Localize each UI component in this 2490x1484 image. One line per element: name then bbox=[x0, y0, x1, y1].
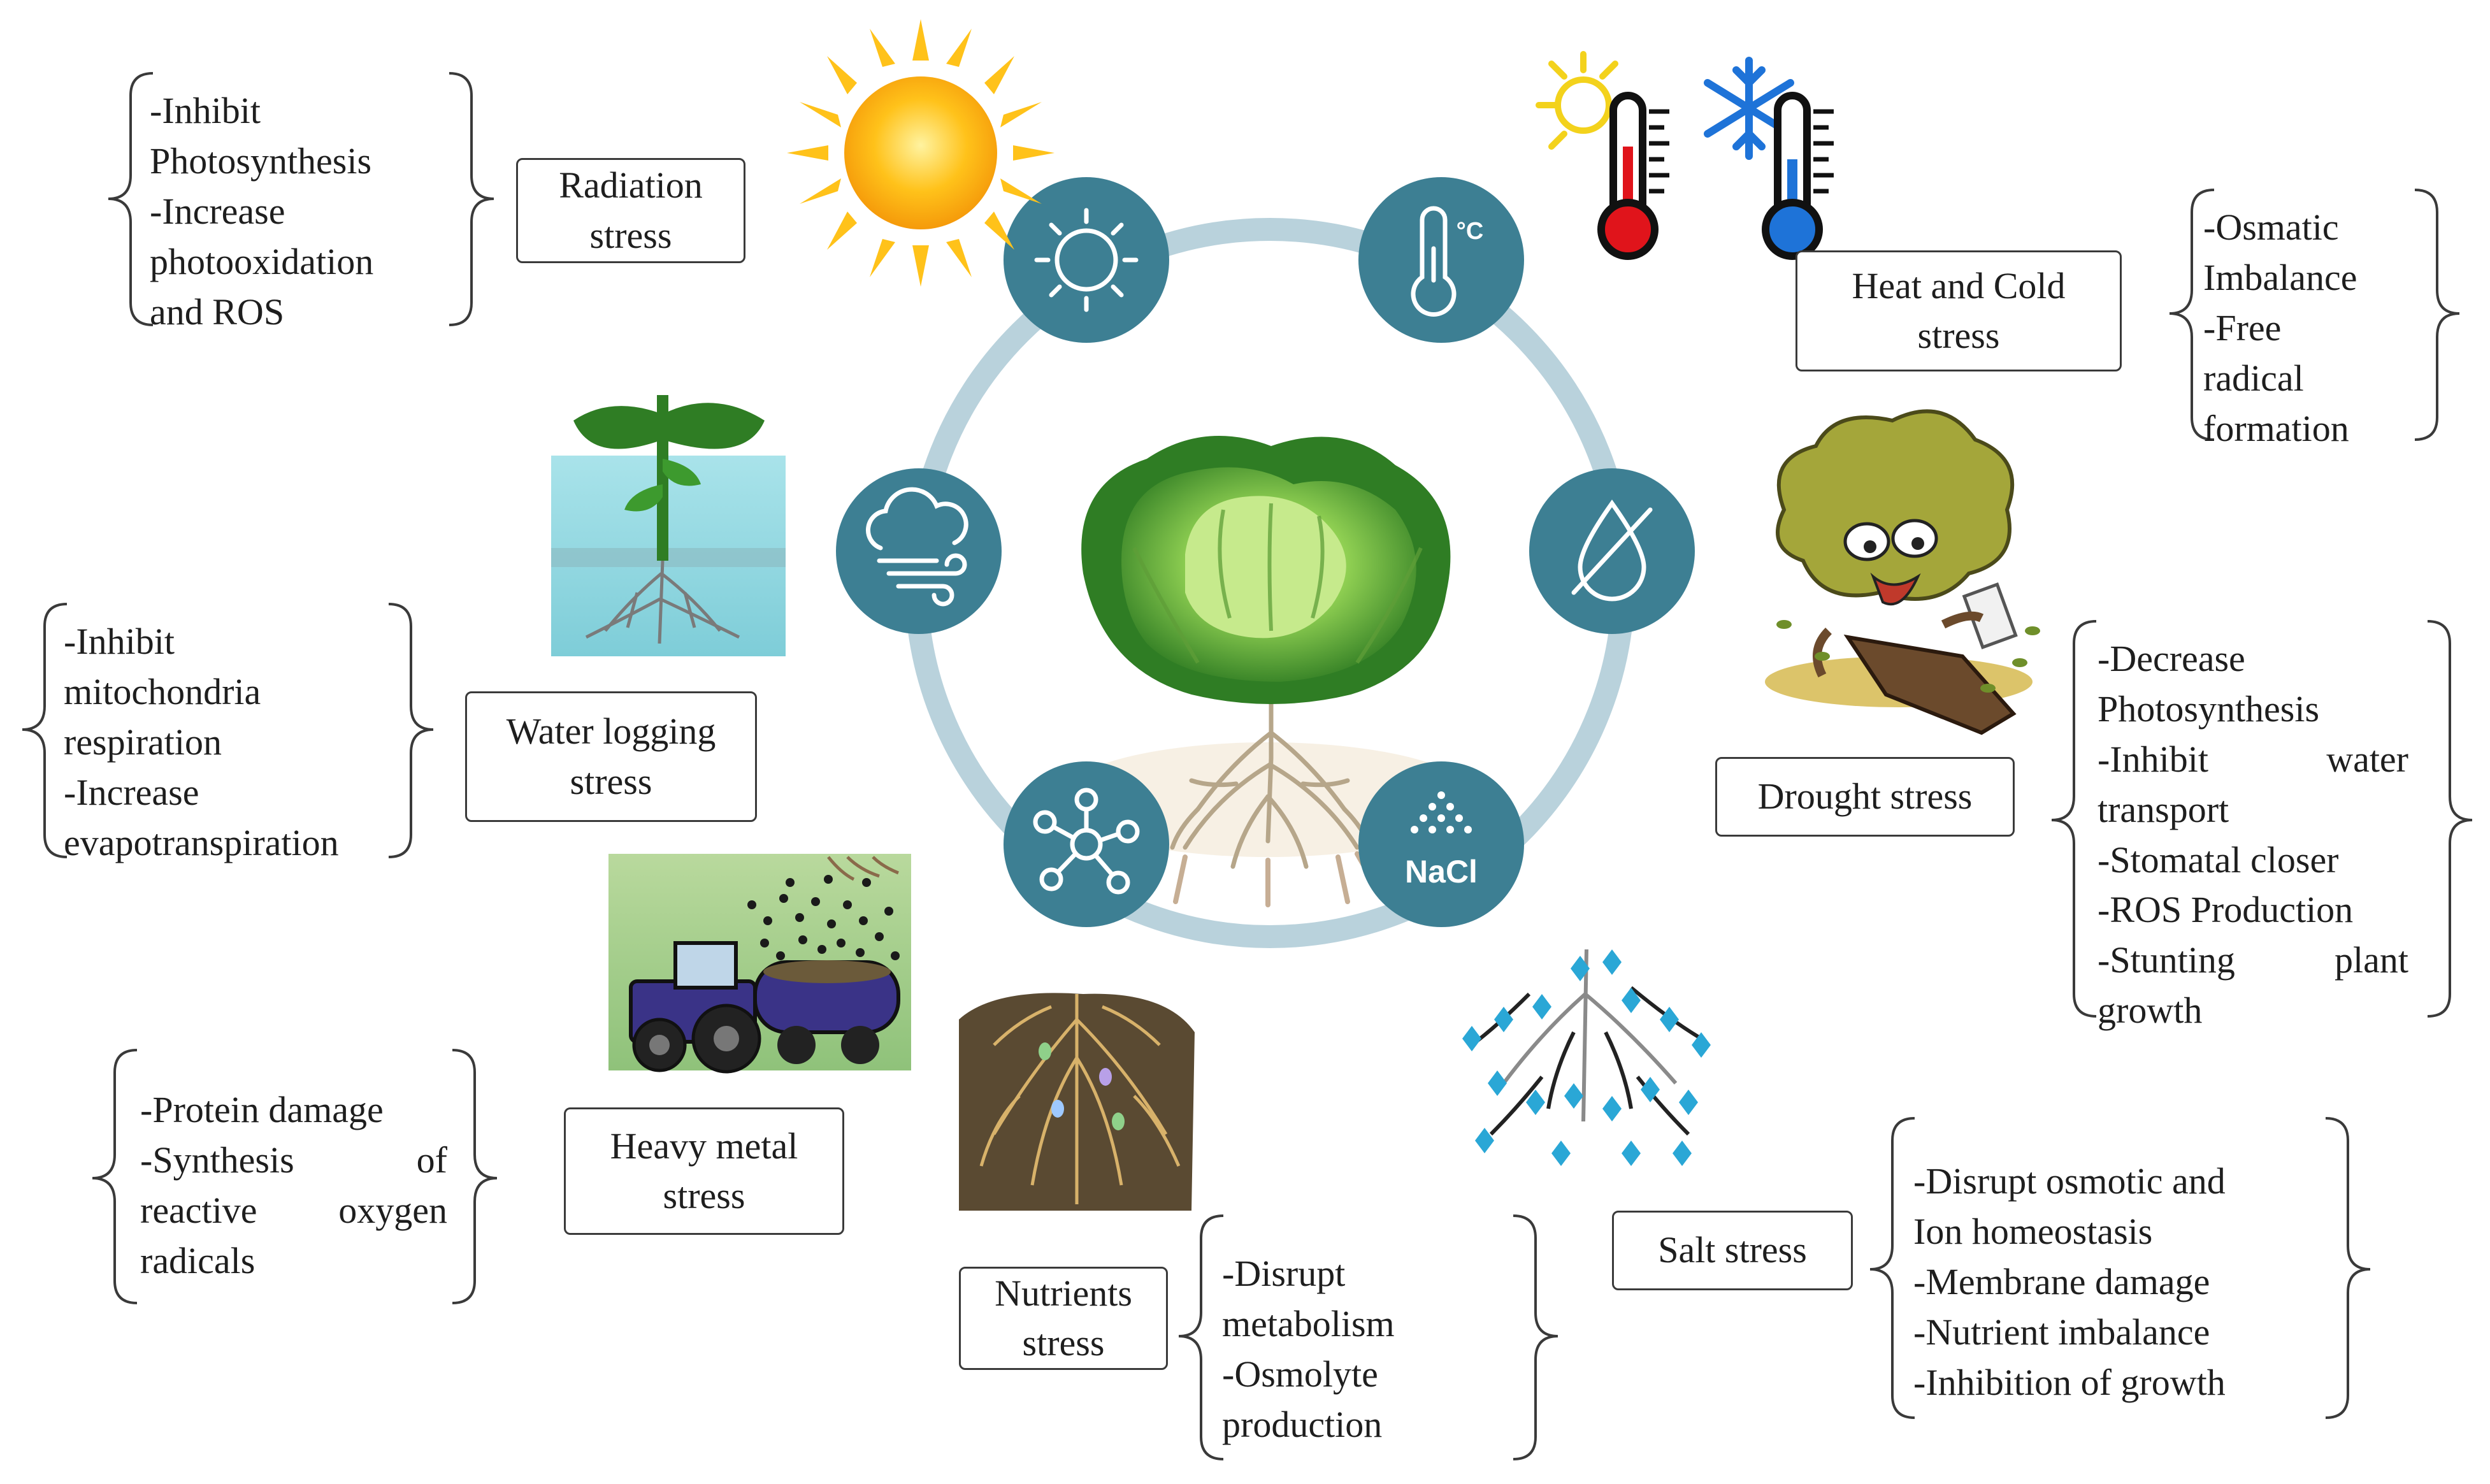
salt-roots-illustration bbox=[1462, 949, 1711, 1166]
salt-formula-text: NaCl bbox=[1405, 854, 1478, 890]
hot-thermometer-illustration bbox=[1536, 51, 1669, 260]
heavy-metal-tractor-illustration bbox=[608, 854, 911, 1074]
salt-stress-label: Salt stress bbox=[1612, 1211, 1853, 1290]
radiation-effects: -Inhibit Photosynthesis -Increase photoo… bbox=[150, 90, 374, 333]
nutrient-soil-roots-illustration bbox=[959, 993, 1195, 1211]
node-salt: NaCl bbox=[1358, 761, 1524, 927]
cabbage-illustration bbox=[1081, 436, 1451, 907]
sun-illustration bbox=[787, 19, 1054, 287]
drought-tree-illustration bbox=[1765, 409, 2040, 735]
drought-effects: -Decrease Photosynthesis -Inhibit water … bbox=[2098, 638, 2408, 1032]
node-sun bbox=[1004, 177, 1169, 343]
node-thermometer bbox=[1358, 177, 1524, 343]
drought-stress-label: Drought stress bbox=[1715, 757, 2015, 837]
waterlogged-plant-illustration bbox=[551, 385, 786, 656]
heat-cold-effects: -Osmatic Imbalance -Free radical formati… bbox=[2203, 206, 2357, 449]
heavy-metal-effects: -Protein damage -Synthesis of reactive o… bbox=[140, 1089, 447, 1281]
node-drop bbox=[1529, 468, 1695, 634]
nutrients-effects: -Disrupt metabolism -Osmolyte production bbox=[1222, 1253, 1395, 1445]
braces bbox=[22, 72, 2473, 1460]
water-logging-effects: -Inhibit mitochondria respiration -Incre… bbox=[64, 621, 339, 863]
celsius-unit-text: °C bbox=[1457, 218, 1484, 245]
salt-effects: -Disrupt osmotic and Ion homeostasis -Me… bbox=[1913, 1160, 2226, 1403]
cold-thermometer-illustration bbox=[1704, 57, 1834, 260]
node-cloud-wind bbox=[836, 468, 1002, 634]
node-molecule bbox=[1004, 761, 1169, 927]
